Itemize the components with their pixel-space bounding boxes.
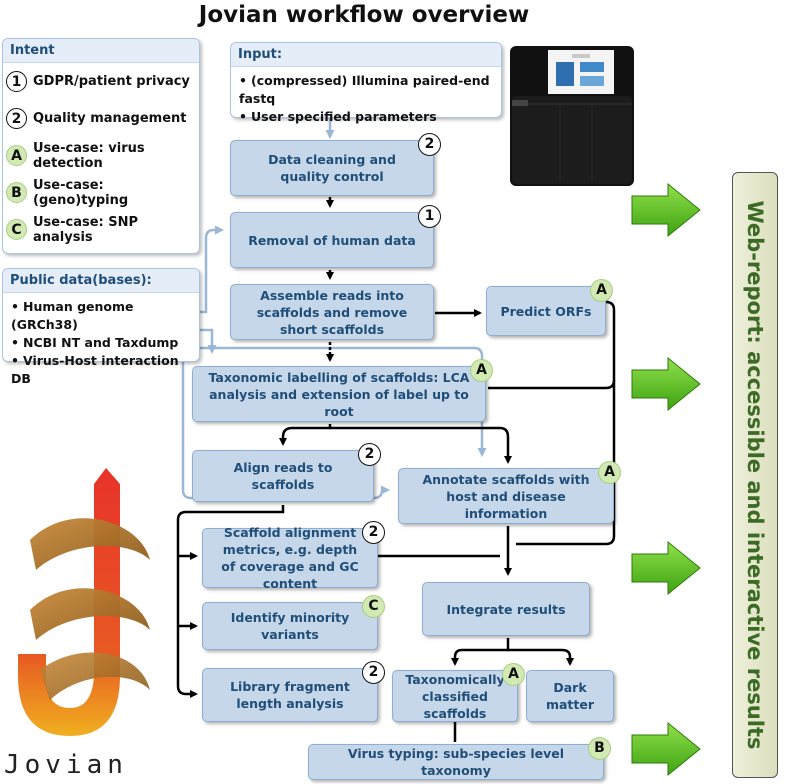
badge-a: A [470,359,493,382]
step-label: Identify minority variants [230,610,350,642]
badge-2: 2 [362,521,385,544]
public-data-list: Human genome (GRCh38) NCBI NT and Taxdum… [3,293,199,392]
input-heading: Input: [231,43,501,67]
step-label: Integrate results [446,601,566,617]
report-arrows [631,182,701,777]
public-data-item: Virus-Host interaction DB [11,352,193,388]
step-virus-typing: Virus typing: sub-species level taxonomy… [308,737,611,780]
step-label: Assemble reads into scaffolds and remove… [256,287,408,337]
badge-c: C [6,219,27,240]
badge-2: 2 [362,661,385,684]
step-label: Data cleaning and quality control [268,152,396,184]
step-label: Scaffold alignment metrics, e.g. depth o… [221,525,359,591]
badge-b: B [588,737,611,760]
step-label: Predict ORFs [500,303,592,319]
web-report-panel: Web-report: accessible and interactive r… [732,172,778,778]
page-title: Jovian workflow overview [198,2,530,28]
step-label: Taxonomically classified scaffolds [405,671,505,721]
step-align-reads: Align reads to scaffolds 2 [192,443,381,502]
intent-label: GDPR/patient privacy [33,74,190,89]
badge-a: A [598,461,621,484]
badge-a: A [590,279,613,302]
badge-1: 1 [6,71,27,92]
badge-b: B [6,182,27,203]
web-report-label: Web-report: accessible and interactive r… [743,200,767,750]
intent-label: Use-case: SNP analysis [33,214,139,245]
step-label: Align reads to scaffolds [233,460,333,492]
intent-label: Use-case: (geno)typing [33,177,129,208]
step-dark-matter: Dark matter [526,670,614,722]
step-label: Dark matter [545,680,595,712]
badge-a: A [6,145,27,166]
report-arrow-4 [631,721,701,777]
step-label: Library fragment length analysis [230,679,350,711]
intent-item: B Use-case: (geno)typing [3,174,199,211]
step-label: Removal of human data [248,232,416,248]
badge-c: C [362,595,385,618]
report-arrow-1 [631,182,701,238]
intent-label: Quality management [33,111,187,126]
intent-label: Use-case: virus detection [33,140,145,171]
badge-1: 1 [418,205,441,228]
report-arrow-2 [631,356,701,412]
intent-item: C Use-case: SNP analysis [3,211,199,248]
logo-text: Jovian [4,750,128,780]
intent-item: A Use-case: virus detection [3,137,199,174]
step-predict-orfs: Predict ORFs A [486,279,613,336]
public-data-panel: Public data(bases): Human genome (GRCh38… [2,268,200,386]
step-integrate-results: Integrate results [422,582,590,636]
step-annotate-scaffolds: Annotate scaffolds with host and disease… [398,461,621,524]
sequencer-image [510,46,634,186]
step-taxonomic-labelling: Taxonomic labelling of scaffolds: LCA an… [192,359,493,422]
step-classified-scaffolds: Taxonomically classified scaffolds A [392,663,525,722]
badge-2: 2 [358,443,381,466]
intent-heading: Intent [3,39,199,63]
step-fragment-length: Library fragment length analysis 2 [202,661,385,722]
jovian-logo [18,468,150,736]
process-flow-lines [176,197,616,742]
public-data-heading: Public data(bases): [3,269,199,293]
step-label: Annotate scaffolds with host and disease… [422,471,590,521]
report-arrow-3 [631,540,701,596]
badge-a: A [502,663,525,686]
badge-2: 2 [6,108,27,129]
input-item: User specified parameters [239,108,495,126]
intent-item: 2 Quality management [3,100,199,137]
public-data-item: NCBI NT and Taxdump [11,334,193,352]
step-remove-human-data: Removal of human data 1 [230,205,441,268]
input-item: (compressed) Illumina paired-end fastq [239,72,495,108]
public-data-item: Human genome (GRCh38) [11,298,193,334]
step-alignment-metrics: Scaffold alignment metrics, e.g. depth o… [202,521,385,591]
badge-2: 2 [418,133,441,156]
input-list: (compressed) Illumina paired-end fastq U… [231,67,501,130]
step-label: Virus typing: sub-species level taxonomy [347,746,565,778]
input-panel: Input: (compressed) Illumina paired-end … [230,42,502,124]
step-data-cleaning: Data cleaning and quality control 2 [230,133,441,196]
step-minority-variants: Identify minority variants C [202,595,385,650]
step-assemble-scaffolds: Assemble reads into scaffolds and remove… [230,284,434,340]
intent-panel: Intent 1 GDPR/patient privacy 2 Quality … [2,38,200,254]
step-label: Taxonomic labelling of scaffolds: LCA an… [208,369,470,419]
intent-item: 1 GDPR/patient privacy [3,63,199,100]
